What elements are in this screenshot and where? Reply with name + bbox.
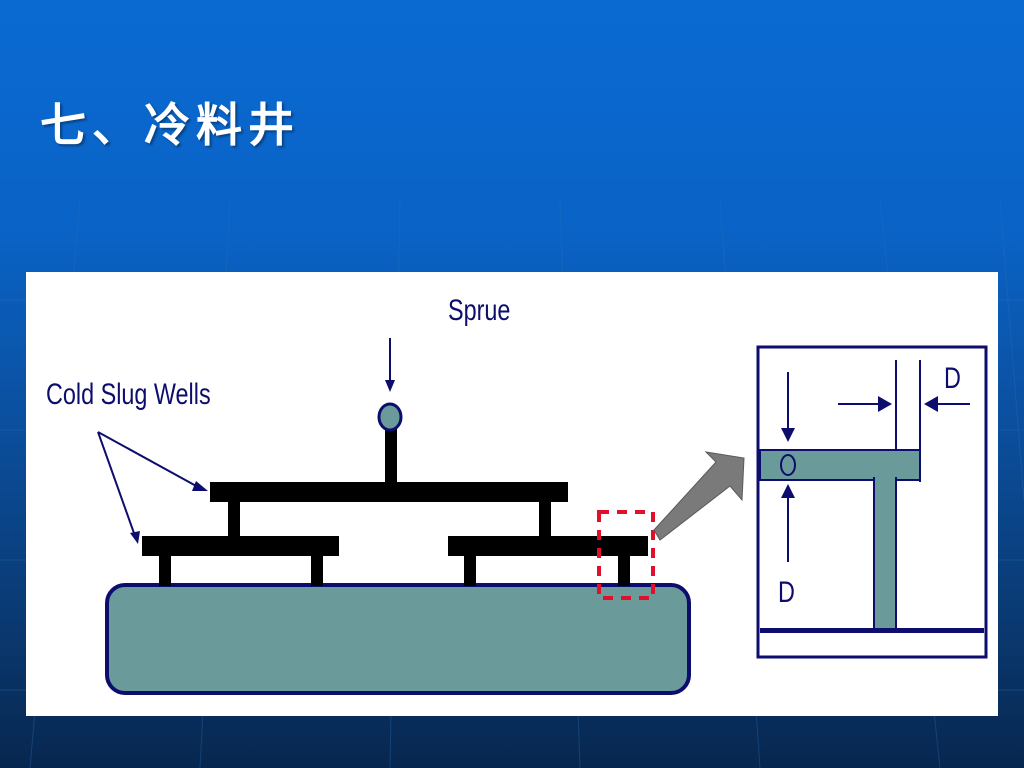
cold-slug-arrow-lower	[97, 431, 136, 537]
dim-arrow-left-head	[878, 396, 892, 412]
sprue-stem	[385, 427, 397, 487]
cold-slug-well-diagram: Sprue Cold Slug Wells	[46, 293, 988, 695]
main-runner	[210, 482, 568, 502]
gate-2	[311, 554, 323, 586]
gate-1	[159, 554, 171, 586]
dim-label-bottom: D	[778, 575, 795, 608]
branch-runner-right	[448, 536, 648, 556]
slide-title: 七、冷料井	[40, 98, 300, 152]
gate-3	[464, 554, 476, 586]
sprue-tip	[377, 402, 403, 432]
dim-arrow-right-head	[924, 396, 938, 412]
detail-drop-cover	[875, 472, 895, 484]
cold-slug-wells-label: Cold Slug Wells	[46, 377, 211, 410]
gate-4	[618, 554, 630, 586]
detail-slug-marker	[780, 454, 796, 476]
detail-base-line	[760, 628, 984, 633]
dim-label-top: D	[944, 361, 961, 394]
cold-slug-arrow-lower-head	[130, 531, 140, 544]
runner-drop-left	[228, 500, 240, 540]
sprue-arrow-head	[385, 380, 395, 392]
cold-slug-arrow-upper	[97, 431, 199, 488]
cold-slug-arrow-upper-head	[192, 481, 208, 491]
zoom-pointer-arrow	[653, 451, 745, 541]
dim-arrow-down-head	[781, 428, 795, 442]
detail-drop	[873, 477, 897, 631]
molded-part	[105, 583, 691, 695]
runner-drop-right	[539, 500, 551, 540]
sprue-label: Sprue	[448, 293, 510, 326]
detail-inset: D D	[756, 345, 988, 659]
dim-arrow-up-head	[781, 484, 795, 498]
detail-frame	[756, 345, 988, 659]
branch-runner-left	[142, 536, 339, 556]
diagram-panel: Sprue Cold Slug Wells	[26, 272, 998, 716]
highlight-box	[597, 510, 655, 600]
